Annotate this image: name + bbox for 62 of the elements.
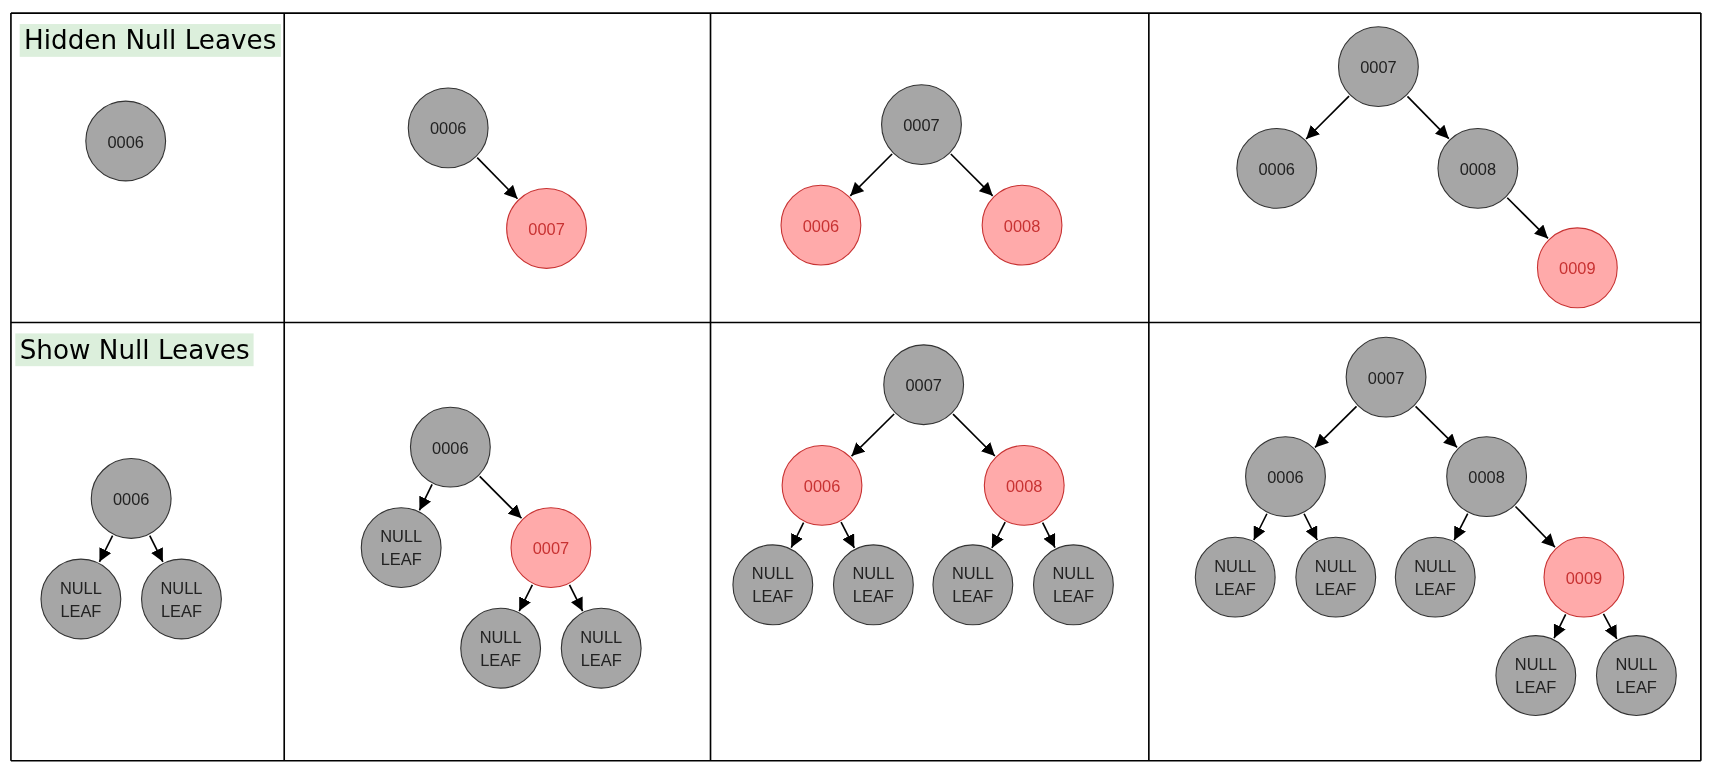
tree-node-circle: NULL LEAF: [1295, 536, 1377, 618]
tree-node-circle: NULL LEAF: [1194, 536, 1276, 618]
arrow: [850, 413, 895, 457]
tree-node-circle: 0006: [407, 87, 489, 169]
arrow: [1406, 95, 1450, 140]
tree-node-circle: NULL LEAF: [1033, 544, 1114, 626]
arrow: [1453, 512, 1469, 541]
row-heading: Show Null Leaves: [15, 333, 255, 367]
arrow: [952, 413, 996, 457]
tree-node-circle: 0006: [780, 184, 862, 266]
tree-node-circle: 0007: [881, 84, 962, 166]
tree-node-circle: 0008: [981, 184, 1063, 266]
arrow: [790, 521, 805, 549]
tree-node-circle: NULL LEAF: [1595, 635, 1677, 716]
arrow: [418, 483, 433, 512]
tree-node-circle: NULL LEAF: [141, 558, 222, 640]
arrow: [1506, 196, 1549, 240]
arrow: [1252, 512, 1268, 541]
tree-node-circle: 0007: [510, 507, 592, 589]
tree-node-circle: 0006: [409, 406, 491, 488]
tree-node-circle: 0006: [85, 100, 167, 182]
tree-node-circle: 0006: [90, 458, 172, 539]
arrow: [1553, 613, 1567, 640]
tree-node-circle: 0006: [1245, 436, 1326, 518]
tree-node-circle: 0008: [1437, 127, 1519, 209]
arrow: [1414, 405, 1458, 449]
arrow: [1303, 512, 1318, 541]
tree-node-circle: NULL LEAF: [932, 544, 1014, 626]
arrow: [1602, 613, 1618, 640]
tree-node-circle: NULL LEAF: [560, 607, 642, 689]
arrow: [1041, 521, 1056, 549]
tree-node-circle: NULL LEAF: [832, 544, 914, 626]
tree-node-circle: 0007: [1337, 26, 1419, 108]
arrow: [849, 153, 893, 197]
arrow: [1305, 95, 1350, 140]
arrow: [568, 583, 584, 612]
tree-node-circle: 0007: [883, 344, 965, 426]
tree-node-circle: 0006: [781, 444, 863, 526]
arrow: [1314, 405, 1358, 449]
arrow: [1514, 505, 1556, 549]
tree-node-circle: NULL LEAF: [732, 544, 814, 626]
arrow: [840, 521, 856, 549]
arrow: [478, 475, 523, 520]
tree-node-circle: NULL LEAF: [360, 507, 442, 589]
tree-node-circle: 0007: [1345, 336, 1427, 418]
tree-node-circle: 0009: [1536, 227, 1618, 309]
tree-node-circle: 0008: [1446, 436, 1528, 518]
arrow: [476, 156, 519, 200]
tree-node-circle: 0006: [1236, 127, 1318, 209]
arrow: [518, 583, 534, 612]
arrow: [98, 534, 114, 563]
tree-node-circle: 0009: [1543, 536, 1625, 618]
tree-node-circle: NULL LEAF: [40, 558, 122, 640]
arrow: [148, 534, 164, 563]
tree-node-circle: 0007: [506, 188, 587, 269]
row-heading: Hidden Null Leaves: [19, 24, 281, 57]
arrow: [950, 153, 994, 197]
tree-node-circle: NULL LEAF: [460, 607, 542, 689]
tree-node-circle: NULL LEAF: [1495, 635, 1577, 716]
tree-node-circle: 0008: [983, 444, 1065, 526]
arrow: [991, 521, 1006, 549]
tree-node-circle: NULL LEAF: [1394, 536, 1476, 618]
